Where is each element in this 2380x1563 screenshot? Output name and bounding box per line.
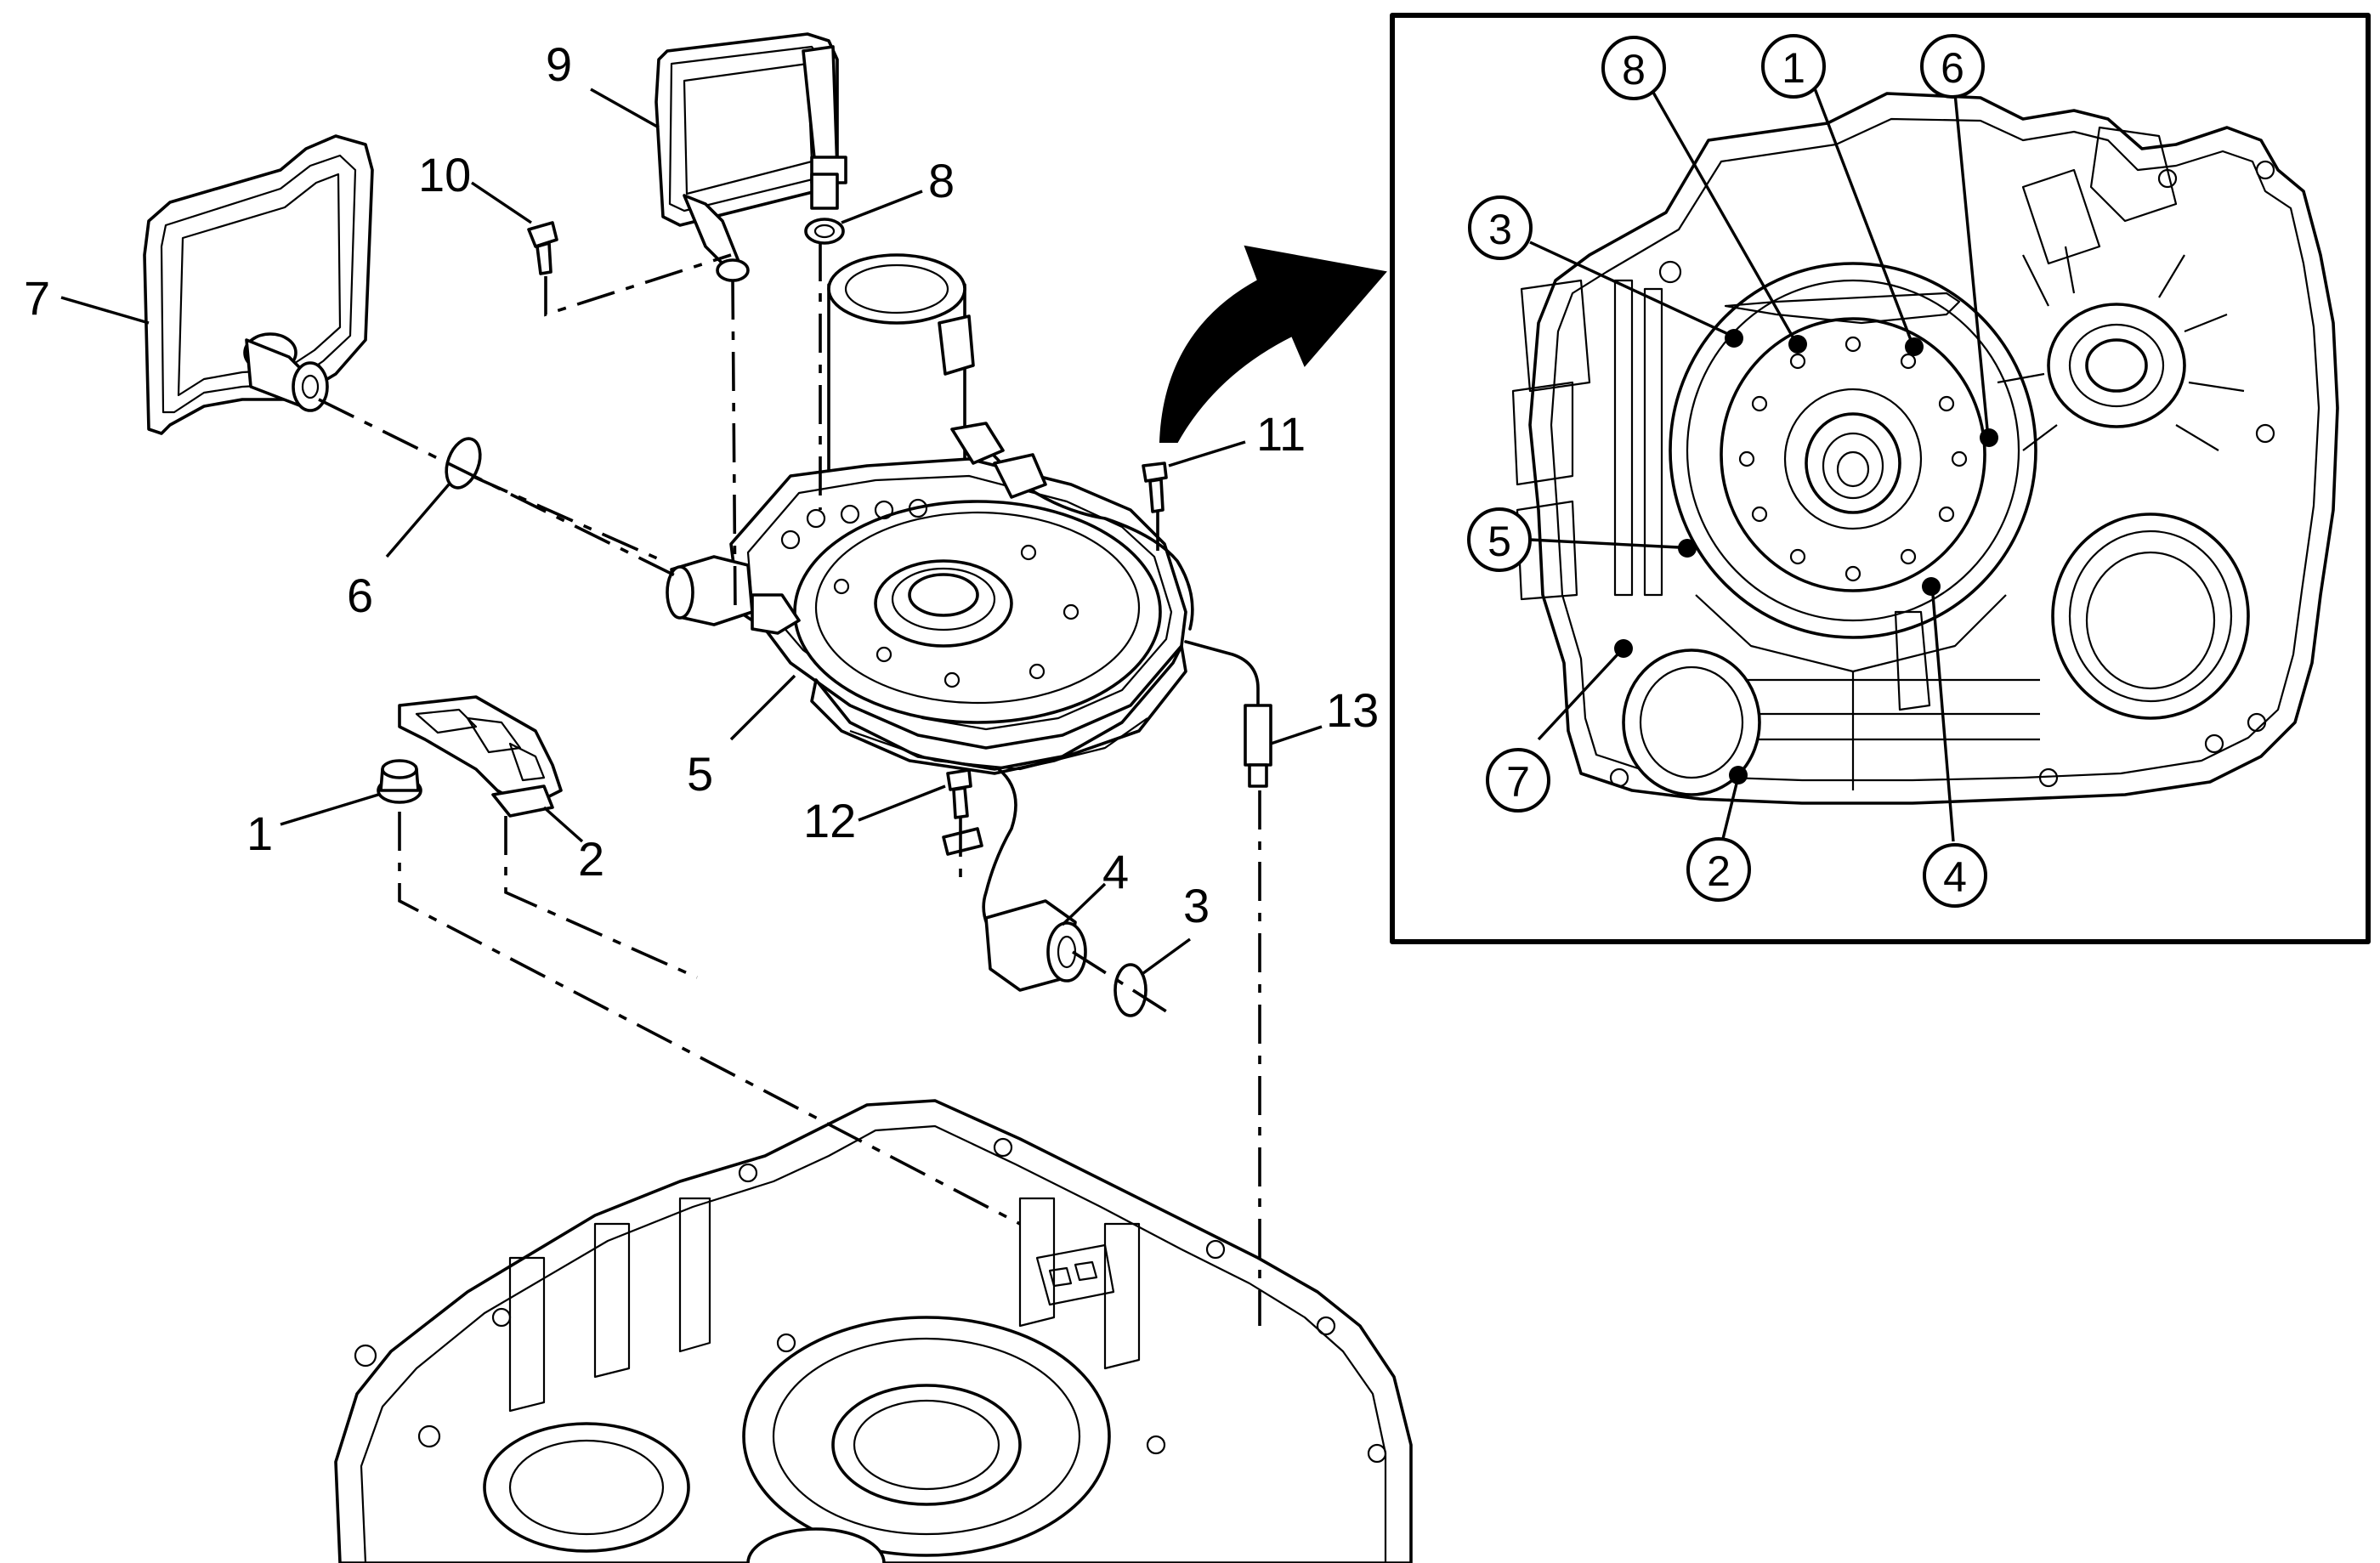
transmission-case xyxy=(334,1099,1413,1563)
callout-leaders xyxy=(60,88,1323,975)
upper-filter xyxy=(654,32,847,282)
inset-callout-1: 1 xyxy=(1761,34,1826,99)
inset-case-drawing xyxy=(1511,92,2339,805)
bolt-11 xyxy=(1142,462,1168,513)
inset-callout-4: 4 xyxy=(1923,843,1987,908)
callout-6: 6 xyxy=(347,569,373,622)
inset-pointer-arrow xyxy=(1159,245,1387,443)
inset-callout-8: 8 xyxy=(1601,36,1666,100)
inset-bolt-6 xyxy=(1980,428,1998,447)
inset-bolt-4 xyxy=(1922,577,1941,596)
inset-callout-7-label: 7 xyxy=(1506,758,1530,806)
inset-callout-6: 6 xyxy=(1920,34,1985,99)
callout-9: 9 xyxy=(546,37,572,91)
callout-10: 10 xyxy=(418,148,471,201)
alignment-lines xyxy=(318,242,1261,1326)
inset-bolt-7 xyxy=(1614,639,1633,658)
inset-bolt-5 xyxy=(1678,539,1697,558)
seal-plate-2 xyxy=(398,695,563,818)
callout-3: 3 xyxy=(1183,879,1210,932)
inset-callout-2: 2 xyxy=(1686,837,1751,902)
bolt-12 xyxy=(946,768,972,819)
inset-leaders xyxy=(1529,65,1989,847)
inset-callout-6-label: 6 xyxy=(1941,44,1964,92)
callout-2: 2 xyxy=(578,832,604,886)
callout-13: 13 xyxy=(1326,683,1379,737)
callout-4: 4 xyxy=(1102,845,1129,898)
inset-callout-3-label: 3 xyxy=(1488,206,1512,253)
inset-bolt-2 xyxy=(1729,766,1748,784)
plug-1 xyxy=(377,759,422,804)
inset-frame xyxy=(1390,13,2371,944)
inset-callout-1-label: 1 xyxy=(1782,44,1805,92)
bolt-10 xyxy=(527,221,558,275)
inset-callout-5-label: 5 xyxy=(1488,518,1511,565)
inset-callout-5: 5 xyxy=(1467,507,1532,572)
inset-callout-7: 7 xyxy=(1486,748,1550,813)
inset-callout-2-label: 2 xyxy=(1707,847,1731,895)
callout-8: 8 xyxy=(928,154,955,207)
callout-7: 7 xyxy=(24,271,50,325)
valve-body-assembly xyxy=(666,253,1272,788)
harness-connector-4 xyxy=(942,767,1087,992)
callout-11: 11 xyxy=(1256,407,1306,461)
inset-bolt-1 xyxy=(1905,337,1924,356)
inset-callout-3: 3 xyxy=(1468,195,1533,260)
callout-1: 1 xyxy=(246,807,273,860)
inset-bolt-3 xyxy=(1725,329,1743,348)
inset-detail-view: 1 8 6 3 5 7 2 4 xyxy=(1390,13,2371,944)
filter-housing xyxy=(143,134,374,435)
inset-callout-4-label: 4 xyxy=(1943,853,1967,901)
callout-12: 12 xyxy=(803,794,856,847)
inset-callout-8-label: 8 xyxy=(1622,46,1646,93)
seal-8 xyxy=(804,173,845,245)
o-ring-3 xyxy=(1114,963,1148,1017)
callout-5: 5 xyxy=(687,747,713,801)
inset-bolt-8 xyxy=(1788,335,1807,354)
